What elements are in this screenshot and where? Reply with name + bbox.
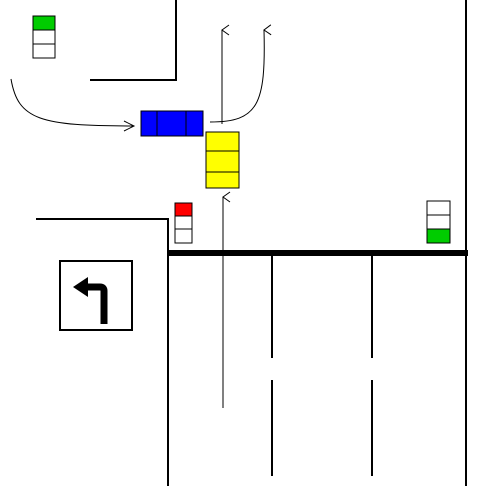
left-turn-sign: [59, 260, 133, 331]
bottom-lamp: [174, 228, 193, 244]
bottom-lamp: [32, 43, 56, 59]
road-edges: [36, 0, 467, 486]
blue-car: [140, 110, 204, 137]
green-lamp: [426, 228, 451, 244]
lane-dividers: [271, 256, 373, 476]
green-lamp: [32, 15, 56, 31]
yellow-car-body: [205, 131, 240, 189]
near-left-traffic-light: [174, 202, 193, 244]
middle-lamp: [32, 29, 56, 45]
top-lamp: [426, 200, 451, 216]
top-left-traffic-light: [32, 15, 56, 59]
sign-frame: [59, 260, 133, 331]
movement-arrows: [10, 24, 272, 408]
right-traffic-light: [426, 200, 451, 244]
red-lamp: [174, 202, 193, 217]
middle-lamp: [174, 215, 193, 230]
left-road-edge: [36, 218, 169, 486]
yellow-car: [205, 131, 240, 189]
top-left-block-edge: [90, 0, 177, 81]
curve-right-arrow: [209, 24, 272, 123]
blue-car-body: [140, 110, 204, 137]
left-turn-arrow-icon: [73, 277, 108, 324]
middle-lamp: [426, 214, 451, 230]
blue-car-path-arrow: [10, 78, 136, 132]
